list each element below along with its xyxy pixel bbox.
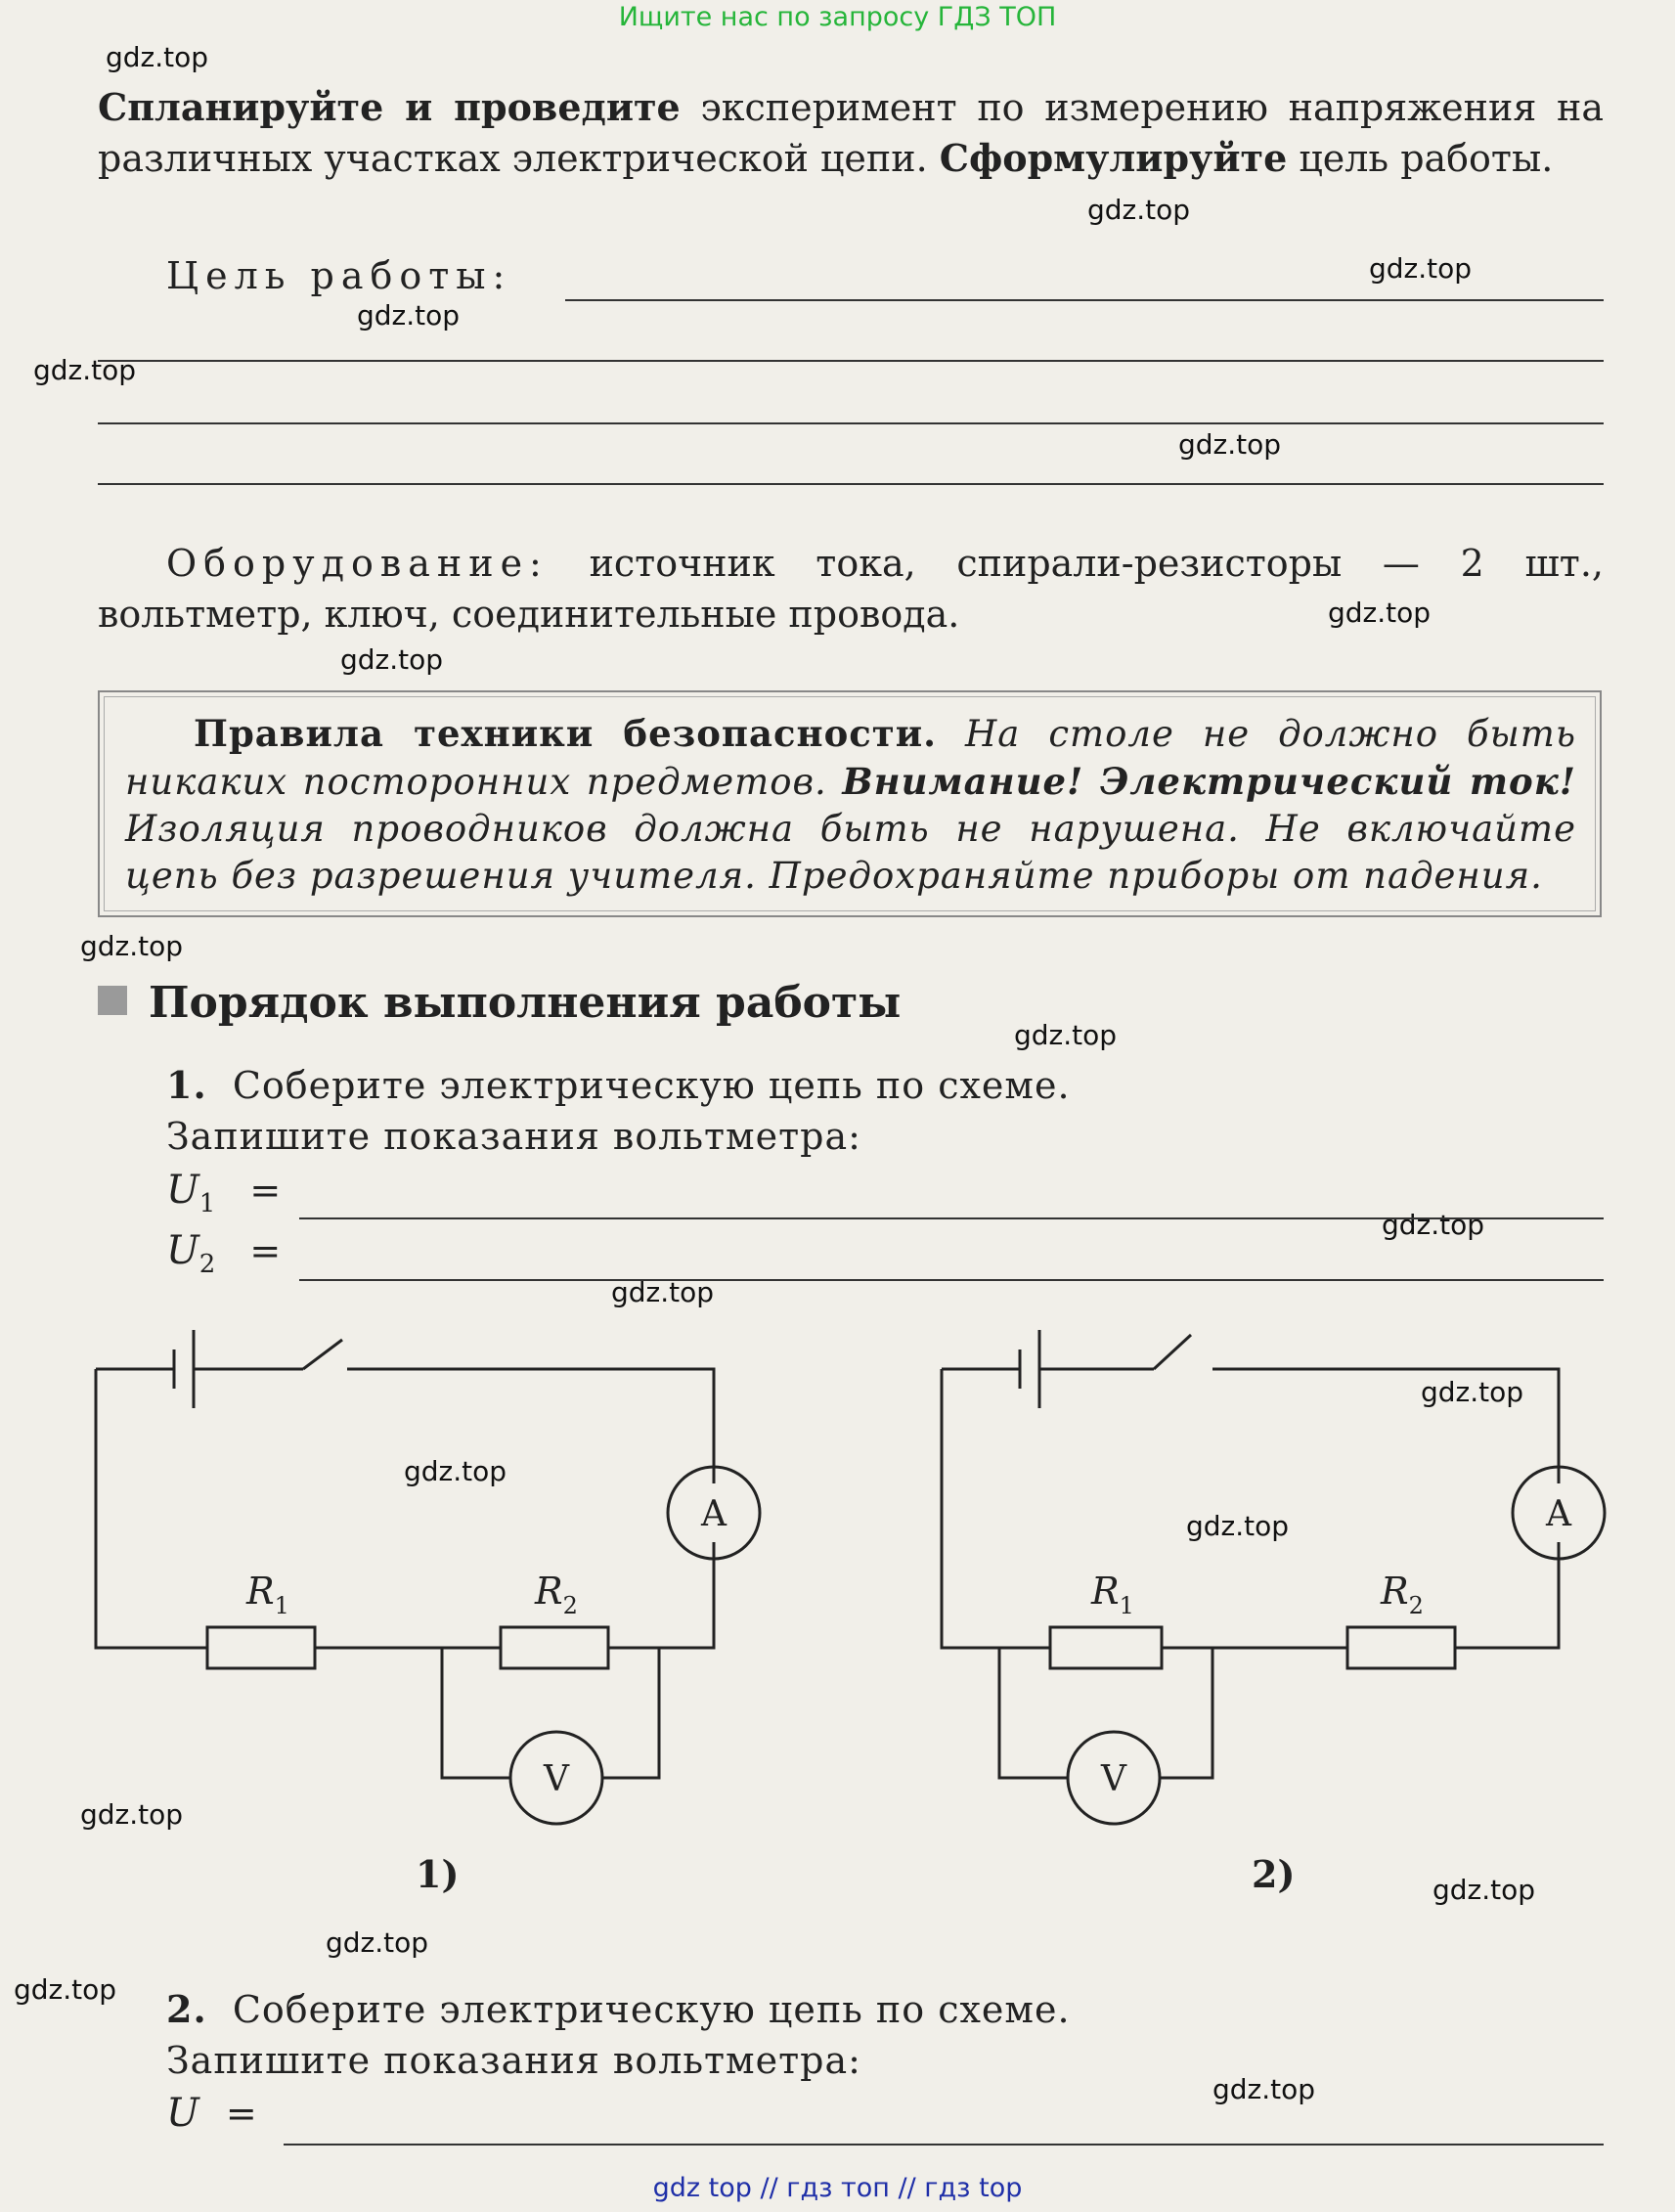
watermark: gdz.top [1421, 1376, 1524, 1408]
watermark: gdz.top [357, 299, 461, 332]
watermark: gdz.top [1328, 597, 1432, 629]
goal-answer-line[interactable] [98, 422, 1604, 424]
watermark: gdz.top [1087, 194, 1191, 226]
u-answer-line[interactable] [284, 2144, 1604, 2146]
intro-text: эксперимент по измерению напряжения на р… [98, 86, 1604, 180]
switch-2 [1152, 1333, 1193, 1371]
resistor-r1 [205, 1625, 317, 1670]
equipment-text: источник тока, спирали-резисторы — 2 шт.… [98, 542, 1604, 636]
watermark: gdz.top [404, 1455, 507, 1487]
u1-label: U1 = [166, 1168, 282, 1218]
diagram-1-label: 1) [416, 1852, 459, 1896]
intro-bold: Спланируйте и проведите [98, 85, 681, 129]
watermark: gdz.top [1014, 1019, 1118, 1051]
watermark: gdz.top [1212, 2073, 1316, 2105]
resistor-r1 [1048, 1625, 1164, 1670]
circuit-diagrams: R1 R2 A V 1) R1 R2 A V 2) [94, 1330, 1607, 1896]
step1-instruction: Соберите электрическую цепь по схеме. [232, 1064, 1071, 1107]
watermark: gdz.top [106, 41, 209, 73]
u1-answer-line[interactable] [299, 1217, 1604, 1219]
step1-number: 1. [166, 1063, 207, 1107]
safety-title: Правила техники безопасности. [194, 712, 938, 755]
equipment-paragraph: Оборудование: источник тока, спирали-рез… [98, 538, 1604, 640]
u2-answer-line[interactable] [299, 1279, 1604, 1281]
voltmeter-label-1: V [543, 1759, 570, 1799]
bottom-banner[interactable]: gdz top // гдз топ // гдз top [652, 2173, 1023, 2203]
u-label: U = [166, 2091, 257, 2136]
safety-box: Правила техники безопасности. На столе н… [98, 690, 1602, 917]
step1-text: 1. Соберите электрическую цепь по схеме. [166, 1061, 1071, 1110]
watermark: gdz.top [1186, 1510, 1290, 1542]
circuit-diagram-1 [94, 1330, 762, 1826]
goal-label: Цель работы: [166, 254, 512, 297]
step2-number: 2. [166, 1987, 207, 2031]
r2-label-1: R2 [534, 1570, 578, 1619]
safety-text-1: На столе не должно быть никаких посторон… [125, 713, 1576, 803]
ammeter-label-2: A [1545, 1494, 1572, 1534]
section-square-icon [98, 986, 127, 1015]
intro-paragraph: Спланируйте и проведите эксперимент по и… [98, 82, 1604, 184]
watermark: gdz.top [80, 930, 184, 962]
equipment-label: Оборудование: [166, 542, 549, 585]
resistor-r2 [499, 1625, 610, 1670]
step2-text: 2. Соберите электрическую цепь по схеме. [166, 1985, 1071, 2034]
goal-answer-line[interactable] [98, 483, 1604, 485]
watermark: gdz.top [326, 1926, 429, 1959]
step2-text-2: Запишите показания вольтметра: [166, 2039, 861, 2082]
r1-label-2: R1 [1090, 1570, 1134, 1619]
intro-text-2: цель работы. [1287, 137, 1554, 180]
watermark: gdz.top [1369, 252, 1473, 285]
u2-label: U2 = [166, 1228, 282, 1279]
safety-warning: Внимание! Электрический ток! [842, 760, 1576, 803]
ammeter [666, 1465, 762, 1561]
top-banner[interactable]: Ищите нас по запросу ГДЗ ТОП [618, 2, 1057, 32]
safety-text-2: Изоляция проводников должна быть не нару… [125, 808, 1576, 897]
switch-1 [302, 1338, 343, 1371]
step1-text-2: Запишите показания вольтметра: [166, 1115, 861, 1158]
goal-answer-line[interactable] [565, 299, 1604, 301]
resistor-r2 [1345, 1625, 1457, 1670]
goal-answer-line[interactable] [98, 360, 1604, 362]
section-title-text: Порядок выполнения работы [149, 978, 902, 1028]
section-title: Порядок выполнения работы [98, 978, 901, 1028]
watermark: gdz.top [1433, 1874, 1536, 1906]
intro-bold-2: Сформулируйте [939, 136, 1288, 180]
watermark: gdz.top [611, 1276, 715, 1308]
ammeter [1511, 1465, 1607, 1561]
watermark: gdz.top [33, 354, 137, 386]
r2-label-2: R2 [1380, 1570, 1424, 1619]
watermark: gdz.top [1178, 428, 1282, 461]
watermark: gdz.top [1382, 1209, 1485, 1241]
diagram-2-label: 2) [1252, 1852, 1295, 1896]
step2-instruction: Соберите электрическую цепь по схеме. [232, 1988, 1071, 2031]
circuit-diagram-2 [940, 1330, 1607, 1826]
voltmeter-label-2: V [1100, 1759, 1127, 1799]
watermark: gdz.top [80, 1798, 184, 1831]
safety-text: Правила техники безопасности. На столе н… [125, 710, 1576, 900]
watermark: gdz.top [14, 1973, 117, 2006]
ammeter-label-1: A [700, 1494, 727, 1534]
r1-label-1: R1 [245, 1570, 289, 1619]
watermark: gdz.top [340, 643, 444, 676]
